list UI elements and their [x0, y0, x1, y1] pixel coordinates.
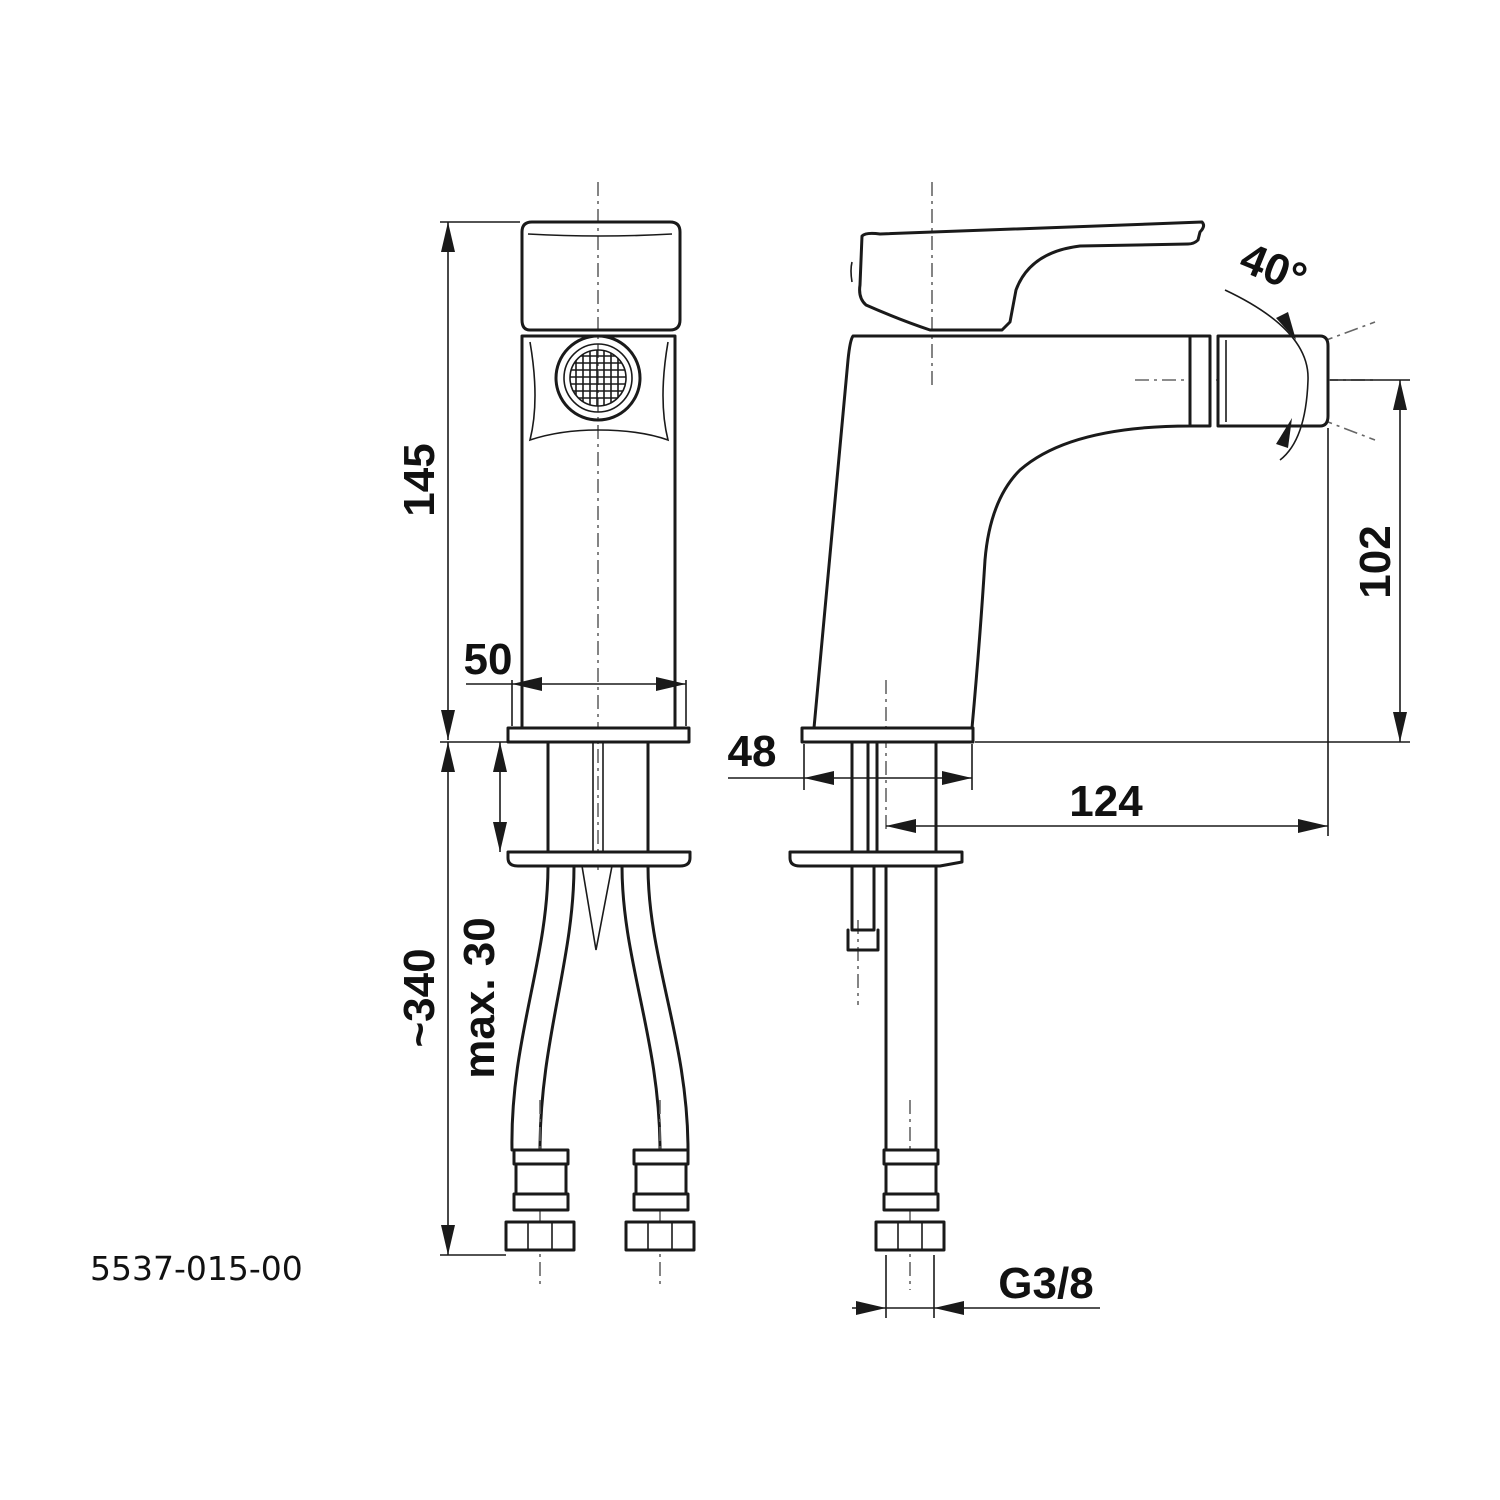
label-max-counter: max. 30: [455, 917, 504, 1078]
side-body: [812, 334, 1192, 730]
front-lever-cap: [520, 220, 682, 332]
drawing-code: 5537-015-00: [90, 1249, 303, 1288]
side-washer: [788, 850, 964, 868]
dimension-base-diameter: [728, 744, 973, 790]
front-hose-left: [510, 864, 576, 1152]
dimension-spout-height: [975, 379, 1410, 743]
label-swivel-angle: 40°: [1233, 233, 1313, 303]
front-washer: [506, 850, 692, 868]
front-view: [440, 182, 696, 1285]
dimension-max-counter: [493, 742, 507, 852]
dimension-width-body: [466, 677, 687, 726]
dimension-hose-length: [440, 741, 508, 1256]
label-spout-height: 102: [1351, 525, 1400, 598]
dimension-spout-reach: [886, 428, 1329, 836]
right-connector-icon: [624, 1100, 696, 1285]
label-spout-reach: 124: [1069, 777, 1143, 826]
left-connector-icon: [504, 1100, 576, 1285]
dimension-height-total: [440, 221, 520, 740]
label-hose-length: ~340: [395, 948, 444, 1047]
front-base-plate: [506, 726, 691, 744]
label-height-total: 145: [395, 443, 444, 516]
aerator-icon: [554, 334, 642, 422]
label-thread: G3/8: [998, 1259, 1093, 1308]
front-hose-right: [620, 864, 690, 1152]
side-lever: [858, 220, 1206, 332]
side-base-plate: [800, 726, 975, 744]
label-width-body: 50: [464, 635, 513, 684]
dimension-thread: [852, 1255, 1100, 1318]
side-connector-icon: [874, 1100, 946, 1290]
side-view: [728, 182, 1410, 1318]
label-base-diameter: 48: [728, 727, 777, 776]
spray-head: [1216, 334, 1330, 428]
side-hose: [884, 864, 938, 1152]
